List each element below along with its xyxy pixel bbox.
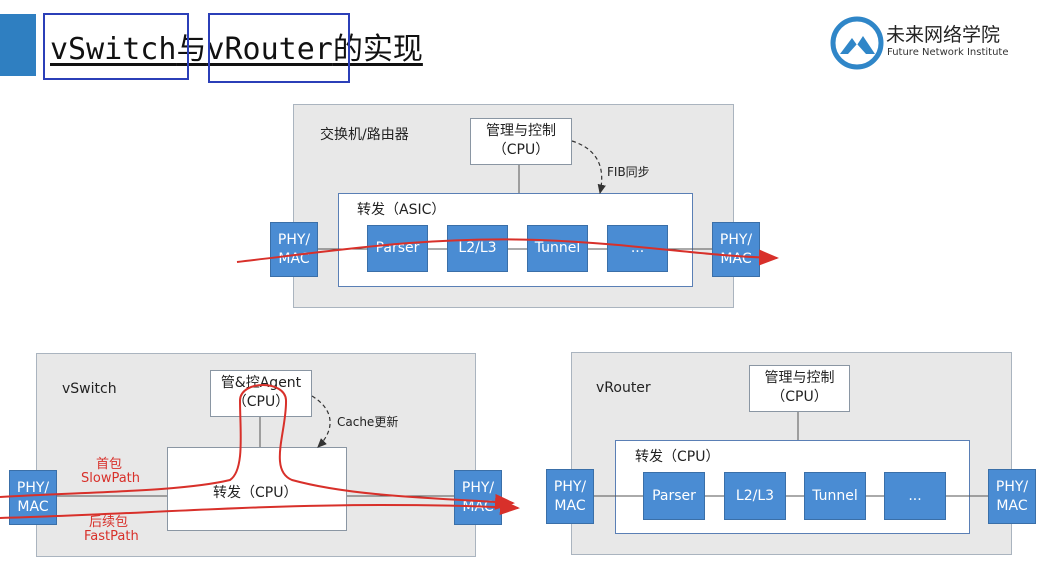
top-forward-label: 转发（ASIC） [357, 202, 446, 218]
slow-path-flow [0, 384, 515, 510]
first-packet-label: 首包 [96, 457, 123, 472]
vrouter-stage-more: ... [884, 472, 946, 520]
slow-path-label: SlowPath [81, 471, 141, 486]
title-suffix: 的实现 [332, 32, 423, 67]
vrouter-label: vRouter [596, 380, 651, 396]
top-mgmt-line1: 管理与控制 [486, 123, 556, 139]
highlight-box-vrouter [208, 13, 350, 83]
switch-router-label: 交换机/路由器 [320, 127, 409, 143]
vrouter-stage-tunnel: Tunnel [804, 472, 866, 520]
vrouter-mgmt-line1: 管理与控制 [764, 370, 835, 386]
vswitch-phy-right: PHY/ MAC [454, 470, 502, 525]
institute-logo: 未来网络学院 Future Network Institute [830, 14, 1030, 72]
vrouter-phy-right: PHY/ MAC [988, 469, 1036, 524]
vrouter-mgmt-line2: （CPU） [771, 389, 828, 405]
top-mgmt-box: 管理与控制 （CPU） [470, 118, 572, 165]
cache-update-label: Cache更新 [337, 415, 399, 429]
logo-name-cn: 未来网络学院 [886, 24, 1001, 46]
page-title: vSwitch与vRouter的实现 [50, 24, 423, 68]
title-and: 与 [176, 32, 207, 67]
title-accent-bar [0, 14, 36, 76]
top-phy-right: PHY/ MAC [712, 222, 760, 277]
vrouter-stage-parser: Parser [643, 472, 705, 520]
top-stage-l2l3: L2/L3 [447, 225, 508, 272]
top-phy-left: PHY/ MAC [270, 222, 318, 277]
fast-path-label: FastPath [84, 529, 139, 544]
vswitch-agent-box: 管&控Agent （CPU） [210, 370, 312, 417]
logo-mountain-icon [830, 16, 884, 70]
top-packet-flow [236, 238, 779, 266]
vswitch-forward-label: 转发（CPU） [213, 485, 298, 501]
vrouter-forward-label: 转发（CPU） [635, 449, 720, 465]
vswitch-label: vSwitch [62, 381, 117, 397]
top-stage-tunnel: Tunnel [527, 225, 588, 272]
vrouter-phy-left: PHY/ MAC [546, 469, 594, 524]
logo-name-en: Future Network Institute [887, 47, 1009, 58]
top-mgmt-line2: （CPU） [492, 142, 550, 158]
fast-path-flow [0, 499, 520, 519]
vrouter-mgmt-box: 管理与控制 （CPU） [749, 365, 850, 412]
highlight-box-vswitch [43, 13, 189, 80]
fib-sync-label: FIB同步 [607, 165, 650, 179]
vswitch-agent-line2: （CPU） [232, 394, 290, 410]
cache-update-arrow [311, 395, 331, 448]
title-vrouter: vRouter [206, 32, 333, 67]
vswitch-agent-line1: 管&控Agent [220, 375, 302, 391]
fib-sync-arrow [571, 140, 606, 195]
subsequent-packet-label: 后续包 [89, 515, 129, 530]
vrouter-stage-l2l3: L2/L3 [724, 472, 786, 520]
title-vswitch: vSwitch [50, 32, 177, 67]
